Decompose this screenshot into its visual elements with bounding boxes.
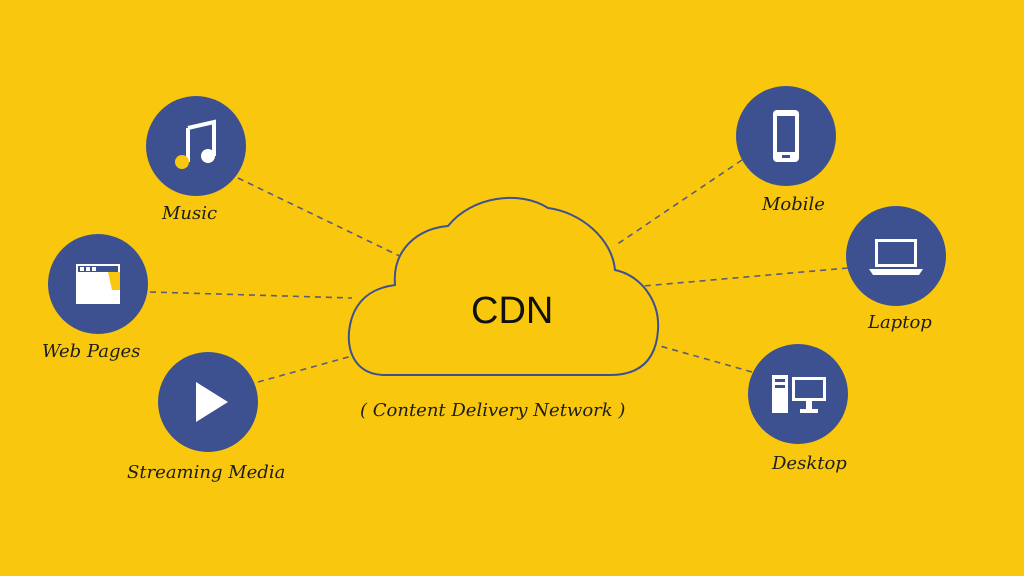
desktop-icon [772,375,826,413]
link-music [237,177,413,263]
link-streaming-media [257,355,353,383]
mobile-phone-icon [773,110,799,162]
laptop-label: Laptop [868,312,932,333]
cloud-shape [347,196,660,376]
cdn-title: CDN [471,290,554,332]
mobile-label: Mobile [762,194,825,215]
music-node [146,96,246,196]
link-desktop [659,345,753,373]
web-pages-label: Web Pages [42,341,141,362]
cdn-subtitle: ( Content Delivery Network ) [360,400,626,421]
web-pages-node [48,234,148,334]
laptop-icon [869,239,923,275]
link-mobile [615,159,743,246]
streaming-media-label: Streaming Media [127,462,286,483]
laptop-node [846,206,946,306]
desktop-label: Desktop [772,453,847,474]
music-note-icon [175,119,216,169]
play-icon [196,382,228,422]
streaming-media-node [158,352,258,452]
web-page-icon [76,264,120,304]
link-web-pages [149,291,353,299]
mobile-node [736,86,836,186]
desktop-node [748,344,848,444]
music-label: Music [162,203,218,224]
link-laptop [631,267,849,288]
